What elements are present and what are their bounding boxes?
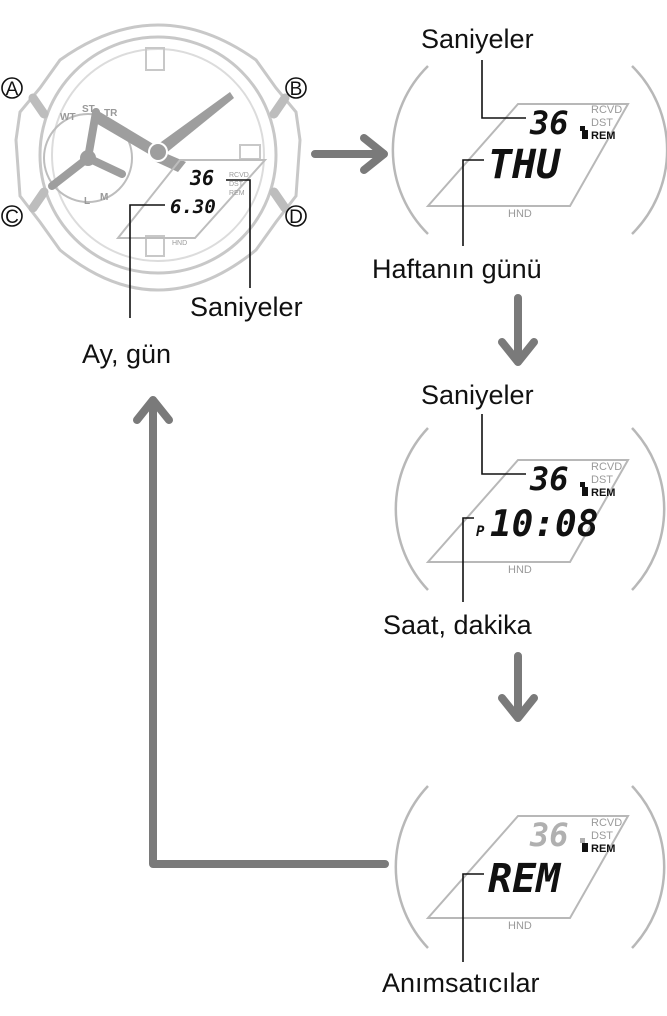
label-weekday: Haftanın günü	[372, 254, 542, 284]
watch-face: A B C D WT ST TR L M 36 6.30 RCVD	[1, 23, 307, 318]
pusher-b[interactable]	[269, 93, 290, 119]
button-a-badge: A	[1, 77, 23, 100]
hour-hand	[94, 112, 160, 156]
watch-hnd: HND	[172, 240, 187, 247]
watch-case	[14, 23, 302, 292]
screen-1-bezel-left	[391, 65, 429, 235]
screen-2-rem-marker	[582, 487, 588, 496]
flow-arrows	[133, 134, 538, 868]
screen-1-bezel-right	[631, 65, 667, 235]
watch-ind-dst: DST	[229, 181, 244, 188]
screen-1-ind-rem: REM	[591, 130, 615, 142]
screen-2-leader-bottom	[462, 517, 474, 602]
screen-2-main: 10:08	[490, 504, 598, 545]
screen-2-bezel-left	[394, 427, 429, 591]
dial-mark-m: M	[100, 192, 108, 203]
screen-3-leader-bottom	[462, 873, 484, 962]
screen-1-ind-dst: DST	[591, 117, 613, 129]
label-seconds-watch: Saniyeler	[190, 292, 303, 322]
screen-3-seconds: 36	[529, 816, 569, 854]
dial-mark-l: L	[84, 196, 90, 207]
screen-2-ind-rem: REM	[591, 487, 615, 499]
button-a-label: A	[6, 79, 19, 100]
screen-1-window	[425, 103, 630, 207]
label-hour-minute: Saat, dakika	[383, 610, 533, 640]
screen-3-hnd: HND	[508, 920, 532, 932]
watch-ind-rcvd: RCVD	[229, 172, 249, 179]
screen-1-hnd: HND	[508, 208, 532, 220]
arrow-down-2	[498, 652, 538, 722]
pusher-a[interactable]	[28, 93, 49, 119]
button-d-label: D	[289, 207, 303, 228]
screen-hour-minute: 36 P 10:08 RCVD DST REM HND	[394, 414, 666, 602]
dial-mark-tr: TR	[104, 108, 118, 119]
screen-2-hnd: HND	[508, 564, 532, 576]
pusher-d[interactable]	[269, 187, 290, 213]
screen-weekday: 36 THU RCVD DST REM HND	[391, 60, 667, 246]
button-b-label: B	[290, 79, 303, 100]
watch-ind-rem: REM	[229, 190, 245, 197]
watch-seconds: 36	[189, 166, 214, 190]
screen-1-rem-marker	[582, 130, 588, 139]
screen-2-seconds: 36	[529, 460, 569, 498]
screen-2-window	[425, 459, 630, 563]
screen-3-bezel-left	[394, 785, 429, 949]
minute-hand	[150, 92, 234, 158]
screen-1-leader-top	[481, 60, 526, 119]
dial-mark-wt: WT	[60, 112, 76, 123]
screen-3-main: REM	[488, 856, 562, 902]
sub-dial-center	[80, 150, 96, 166]
screen-3-bezel-right	[631, 785, 666, 949]
screen-2-dot	[580, 482, 585, 487]
button-b-badge: B	[285, 77, 307, 100]
marker-12	[145, 47, 165, 71]
screen-3-ind-dst: DST	[591, 830, 613, 842]
label-month-day: Ay, gün	[82, 339, 171, 369]
screen-3-ind-rem: REM	[591, 843, 615, 855]
label-seconds-2: Saniyeler	[421, 380, 534, 410]
watch-date: 6.30	[170, 196, 216, 218]
screen-1-ind-rcvd: RCVD	[591, 104, 622, 116]
screen-3-ind-rcvd: RCVD	[591, 817, 622, 829]
hand-pivot	[148, 142, 168, 162]
screen-2-ind-dst: DST	[591, 474, 613, 486]
screen-3-dot	[580, 838, 585, 843]
screen-3-window	[425, 815, 630, 919]
watch-bezel	[38, 35, 278, 275]
arrow-right	[311, 134, 388, 174]
leader-seconds-watch	[226, 179, 251, 288]
dial-mark-st: ST	[82, 104, 95, 115]
screen-1-leader-bottom	[462, 159, 484, 246]
screen-2-leader-top	[481, 414, 526, 475]
marker-6	[145, 235, 165, 257]
screen-2-bezel-right	[631, 427, 666, 591]
label-seconds-1: Saniyeler	[421, 24, 534, 54]
arrow-down-1	[498, 294, 538, 366]
screen-1-main: THU	[488, 142, 561, 188]
leader-date	[129, 204, 165, 318]
pusher-c[interactable]	[28, 187, 49, 213]
button-c-badge: C	[1, 205, 23, 228]
screen-2-pm: P	[476, 524, 485, 540]
marker-3	[239, 144, 261, 160]
screen-1-dot	[580, 126, 585, 131]
screen-3-rem-marker	[582, 843, 588, 852]
screen-2-ind-rcvd: RCVD	[591, 461, 622, 473]
arrow-return	[133, 396, 389, 868]
digital-window	[115, 159, 268, 239]
screen-reminders: 36 REM RCVD DST REM HND	[394, 785, 666, 962]
sub-dial	[43, 113, 133, 203]
button-c-label: C	[5, 207, 19, 228]
button-d-badge: D	[285, 205, 307, 228]
label-reminders: Anımsatıcılar	[382, 968, 540, 998]
screen-1-seconds: 36	[529, 104, 569, 142]
